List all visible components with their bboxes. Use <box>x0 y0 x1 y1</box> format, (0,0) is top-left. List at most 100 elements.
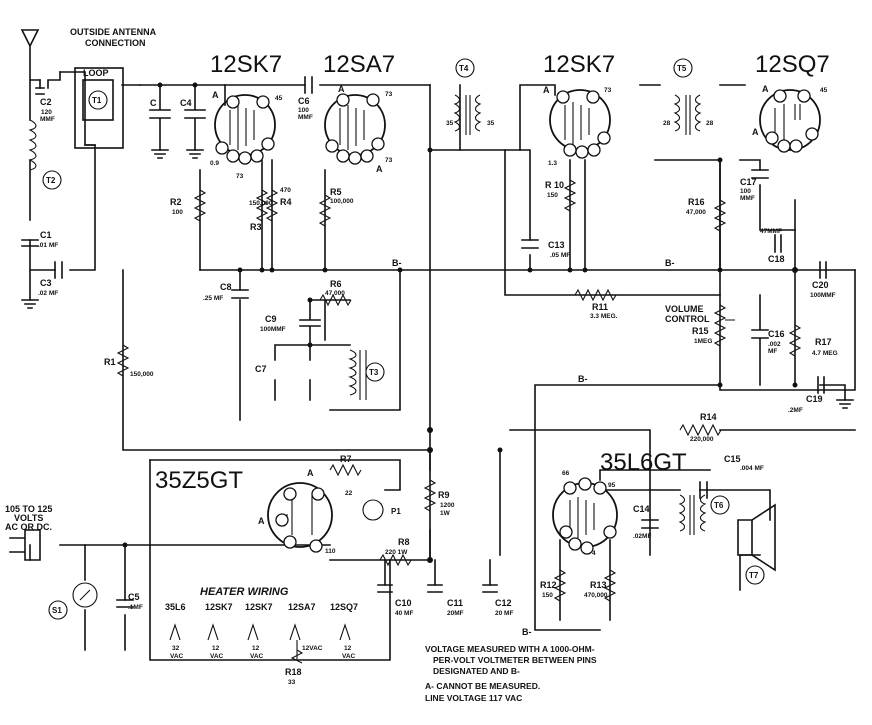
tube-label-12sk7-rf: 12SK7 <box>210 51 282 78</box>
svg-text:C16: C16 <box>768 329 785 339</box>
svg-text:R11: R11 <box>592 302 608 312</box>
svg-text:150: 150 <box>547 192 558 199</box>
svg-text:12SA7: 12SA7 <box>288 602 316 612</box>
svg-text:R17: R17 <box>815 337 832 347</box>
svg-text:A: A <box>543 85 550 95</box>
svg-text:C8: C8 <box>220 282 232 292</box>
svg-text:470,000: 470,000 <box>584 592 608 599</box>
svg-text:VAC: VAC <box>210 653 224 660</box>
svg-text:45: 45 <box>820 87 828 94</box>
tube-label-35z5gt: 35Z5GT <box>155 467 243 494</box>
svg-text:R8: R8 <box>398 537 410 547</box>
svg-text:R12: R12 <box>540 580 557 590</box>
t7-label: T7 <box>749 571 759 580</box>
svg-text:95: 95 <box>608 482 616 489</box>
svg-text:20MF: 20MF <box>447 610 464 617</box>
svg-text:150: 150 <box>542 592 553 599</box>
t2-label: T2 <box>46 176 56 185</box>
note-line-4: A- CANNOT BE MEASURED. <box>425 681 540 691</box>
tube-label-35l6gt: 35L6GT <box>600 449 687 476</box>
svg-text:.004 MF: .004 MF <box>740 465 764 472</box>
svg-text:A: A <box>752 127 759 137</box>
loop-label: LOOP <box>83 68 109 78</box>
t1-label: T1 <box>92 96 102 105</box>
svg-text:R7: R7 <box>340 454 352 464</box>
svg-text:1.3: 1.3 <box>548 160 557 167</box>
tube-symbols <box>214 89 821 555</box>
svg-text:32: 32 <box>172 645 180 652</box>
svg-text:VAC: VAC <box>170 653 184 660</box>
svg-text:35: 35 <box>487 120 495 127</box>
svg-text:100MMF: 100MMF <box>810 292 836 299</box>
tube-label-12sq7: 12SQ7 <box>755 51 830 78</box>
svg-text:A: A <box>338 84 345 94</box>
svg-text:B-: B- <box>522 627 532 637</box>
svg-text:B-: B- <box>578 374 588 384</box>
svg-text:R15: R15 <box>692 326 709 336</box>
svg-text:150,000: 150,000 <box>130 371 154 378</box>
tube-label-12sk7-if: 12SK7 <box>543 51 615 78</box>
svg-text:0.9: 0.9 <box>210 160 219 167</box>
svg-text:C9: C9 <box>265 314 277 324</box>
note-line-5: LINE VOLTAGE 117 VAC <box>425 693 522 703</box>
t4-label: T4 <box>459 64 469 73</box>
svg-text:C5: C5 <box>128 592 140 602</box>
svg-text:C12: C12 <box>495 598 512 608</box>
svg-text:1MEG: 1MEG <box>694 338 712 345</box>
svg-text:100: 100 <box>298 107 309 114</box>
c2-label: C2 <box>40 97 52 107</box>
switch-label: S1 <box>52 606 62 615</box>
svg-text:C10: C10 <box>395 598 412 608</box>
svg-text:100MMF: 100MMF <box>260 326 286 333</box>
svg-text:.01 MF: .01 MF <box>38 242 58 249</box>
svg-text:MMF: MMF <box>40 116 55 123</box>
svg-text:100,000: 100,000 <box>330 198 354 205</box>
svg-text:.2MF: .2MF <box>788 407 803 414</box>
svg-text:66: 66 <box>562 470 570 477</box>
t5-label: T5 <box>677 64 687 73</box>
svg-text:.25 MF: .25 MF <box>203 295 223 302</box>
svg-text:C6: C6 <box>298 96 310 106</box>
svg-text:.002: .002 <box>768 341 781 348</box>
svg-text:28: 28 <box>706 120 714 127</box>
svg-text:R14: R14 <box>700 412 717 422</box>
svg-text:MMF: MMF <box>298 114 313 121</box>
svg-text:B-: B- <box>665 258 675 268</box>
svg-text:12: 12 <box>344 645 352 652</box>
svg-text:C3: C3 <box>40 278 52 288</box>
svg-text:20 MF: 20 MF <box>495 610 513 617</box>
svg-text:12: 12 <box>212 645 220 652</box>
antenna-label-1: OUTSIDE ANTENNA <box>70 27 157 37</box>
svg-text:R1: R1 <box>104 357 116 367</box>
svg-text:73: 73 <box>604 87 612 94</box>
svg-text:105 TO 125: 105 TO 125 <box>5 504 52 514</box>
svg-text:100: 100 <box>740 188 751 195</box>
svg-text:47MMF: 47MMF <box>760 228 782 235</box>
svg-text:VAC: VAC <box>342 653 356 660</box>
svg-text:A: A <box>307 468 314 478</box>
svg-text:73: 73 <box>385 91 393 98</box>
svg-text:4: 4 <box>592 550 596 557</box>
svg-text:R6: R6 <box>330 279 342 289</box>
svg-text:33: 33 <box>288 679 296 686</box>
svg-text:110: 110 <box>325 548 336 555</box>
svg-text:C18: C18 <box>768 254 785 264</box>
svg-text:12SK7: 12SK7 <box>245 602 273 612</box>
svg-text:C19: C19 <box>806 394 823 404</box>
svg-text:40 MF: 40 MF <box>395 610 413 617</box>
svg-text:1W: 1W <box>440 510 451 517</box>
svg-text:470: 470 <box>280 187 291 194</box>
components <box>9 76 854 664</box>
pilot-label: P1 <box>391 507 401 516</box>
svg-text:4.7 MEG: 4.7 MEG <box>812 350 838 357</box>
svg-text:12SQ7: 12SQ7 <box>330 602 358 612</box>
t6-label: T6 <box>714 501 724 510</box>
svg-text:C17: C17 <box>740 177 757 187</box>
svg-text:150,000: 150,000 <box>249 200 273 207</box>
svg-text:1200: 1200 <box>440 502 455 509</box>
svg-text:45: 45 <box>275 95 283 102</box>
volume-control-label-1: VOLUME <box>665 304 704 314</box>
svg-text:VOLTS: VOLTS <box>14 513 43 523</box>
svg-text:C: C <box>150 98 157 108</box>
